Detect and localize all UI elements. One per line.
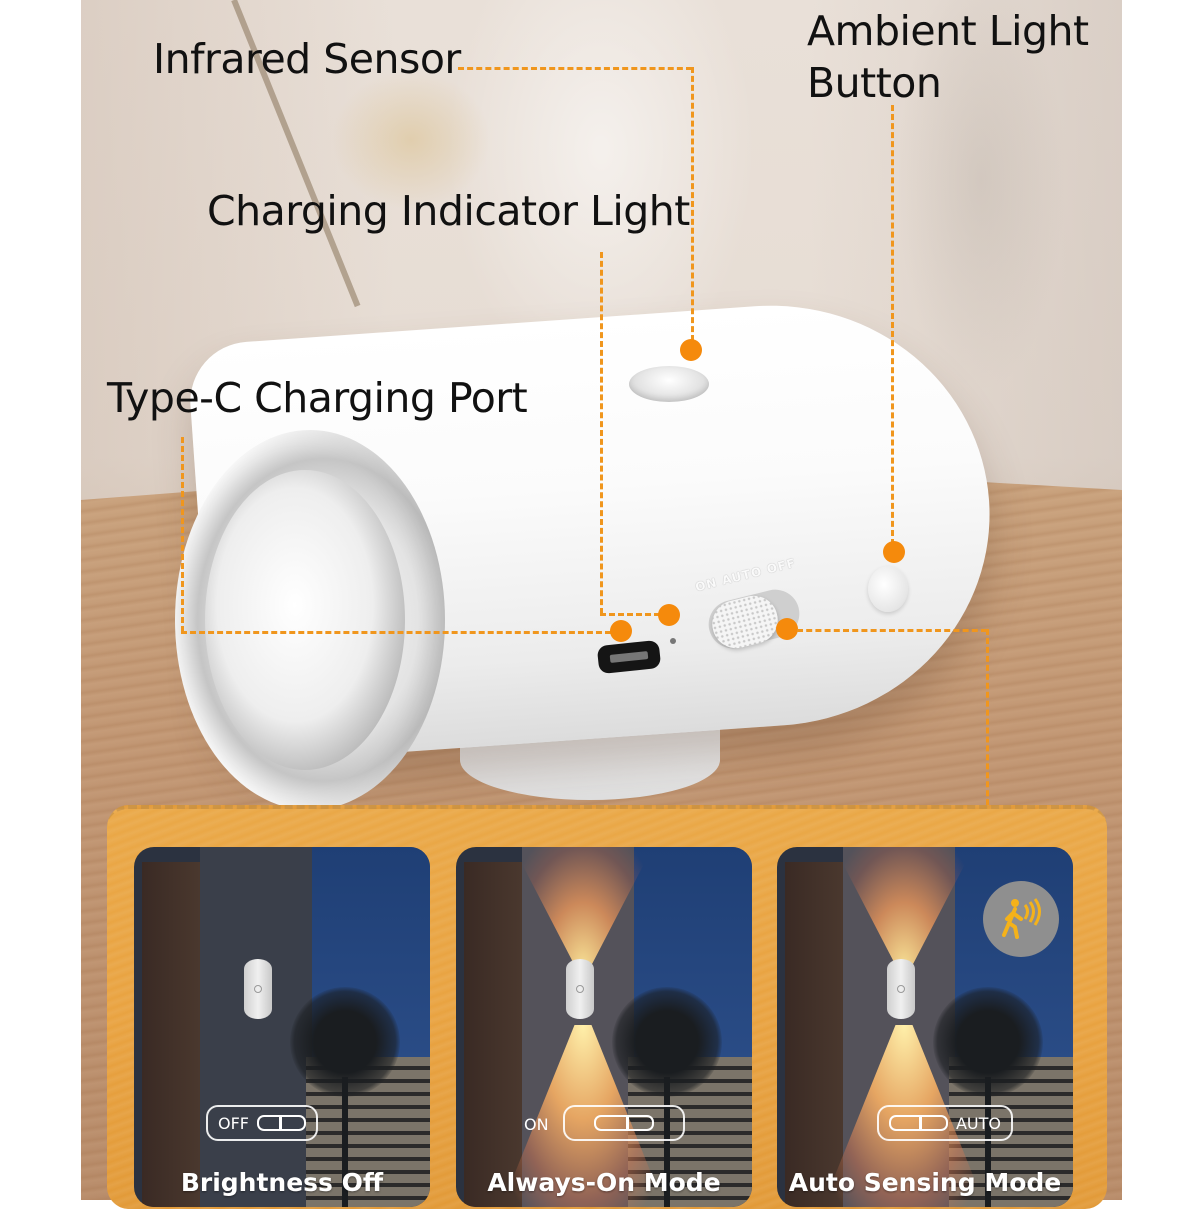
charging-indicator-led [670, 638, 676, 644]
leader-switch-v [986, 629, 989, 841]
lens [205, 470, 405, 770]
leader-indicator-v [600, 252, 603, 614]
leader-switch-h [797, 629, 987, 632]
label-ambient-light-button-line1: Ambient Light [807, 7, 1089, 55]
label-charging-indicator-light: Charging Indicator Light [207, 187, 690, 235]
tree-trunk [342, 1077, 348, 1207]
toggle-indicator-off: OFF [206, 1105, 318, 1141]
wall-lamp-off [244, 959, 272, 1019]
callout-dot-switch [776, 618, 798, 640]
ambient-light-button [868, 566, 908, 612]
tree-trunk [664, 1077, 670, 1207]
walking-person-waves-icon [1002, 898, 1041, 939]
callout-dot-indicator [658, 604, 680, 626]
leader-indicator-h [600, 613, 660, 616]
wall-lamp-on [566, 959, 594, 1019]
dried-plant-plume [331, 70, 491, 210]
toggle-label: OFF [218, 1113, 249, 1133]
leader-ambient-v [891, 105, 894, 545]
leader-infrared-h [458, 67, 692, 70]
toggle-label: ON [524, 1115, 549, 1134]
label-ambient-light-button-line2: Button [807, 59, 942, 107]
callout-dot-typec [610, 620, 632, 642]
toggle-track-icon [889, 1115, 948, 1131]
leader-typec-h [181, 631, 611, 634]
mode-card-auto: AUTO Auto Sensing Mode [777, 847, 1073, 1207]
tree-trunk [985, 1077, 991, 1207]
toggle-indicator-auto: AUTO [877, 1105, 1013, 1141]
toggle-label: AUTO [955, 1113, 1001, 1133]
callout-dot-infrared [680, 339, 702, 361]
door [142, 862, 200, 1207]
mode-card-off: OFF Brightness Off [134, 847, 430, 1207]
label-infrared-sensor: Infrared Sensor [153, 35, 461, 83]
label-type-c-charging-port: Type-C Charging Port [107, 374, 528, 422]
callout-dot-ambient [883, 541, 905, 563]
leader-infrared-v [691, 67, 694, 341]
mode-title: Brightness Off [180, 1168, 384, 1197]
leader-typec-v [181, 437, 184, 632]
door [785, 862, 843, 1207]
wall-lamp-on [887, 959, 915, 1019]
mode-card-on: ON Always-On Mode [456, 847, 752, 1207]
toggle-track-icon [257, 1115, 306, 1131]
mode-title: Always-On Mode [487, 1168, 721, 1197]
door [464, 862, 522, 1207]
motion-sensor-icon [983, 881, 1059, 957]
infrared-sensor-dome [629, 366, 709, 402]
toggle-track-icon [594, 1115, 654, 1131]
toggle-indicator-on [563, 1105, 685, 1141]
mode-title: Auto Sensing Mode [788, 1168, 1062, 1197]
